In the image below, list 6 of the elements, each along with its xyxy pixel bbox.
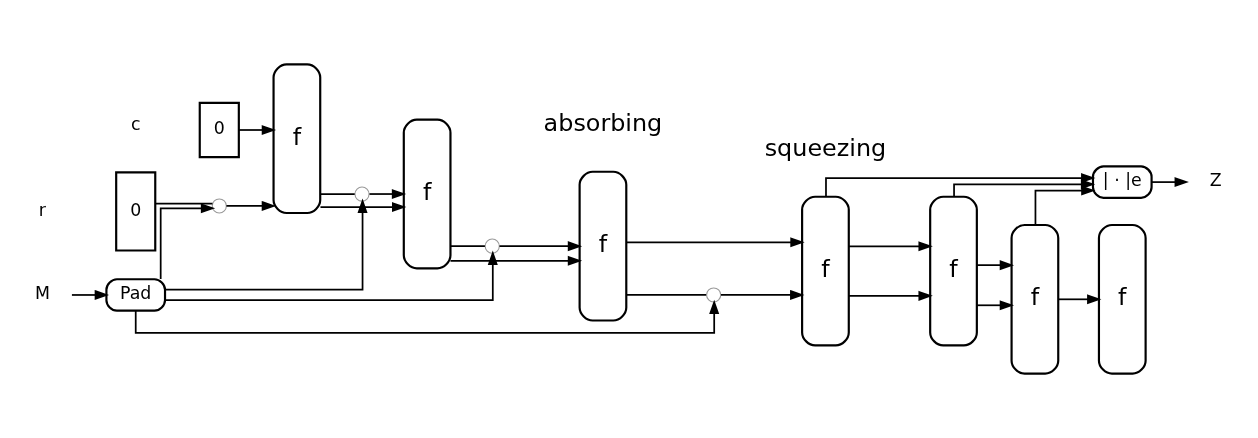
node-text: M [34, 283, 50, 304]
node-text: Z [1209, 170, 1222, 191]
label: c [130, 113, 141, 134]
label: absorbing [543, 108, 663, 137]
label: squeezing [764, 133, 887, 162]
label: r [38, 199, 46, 220]
